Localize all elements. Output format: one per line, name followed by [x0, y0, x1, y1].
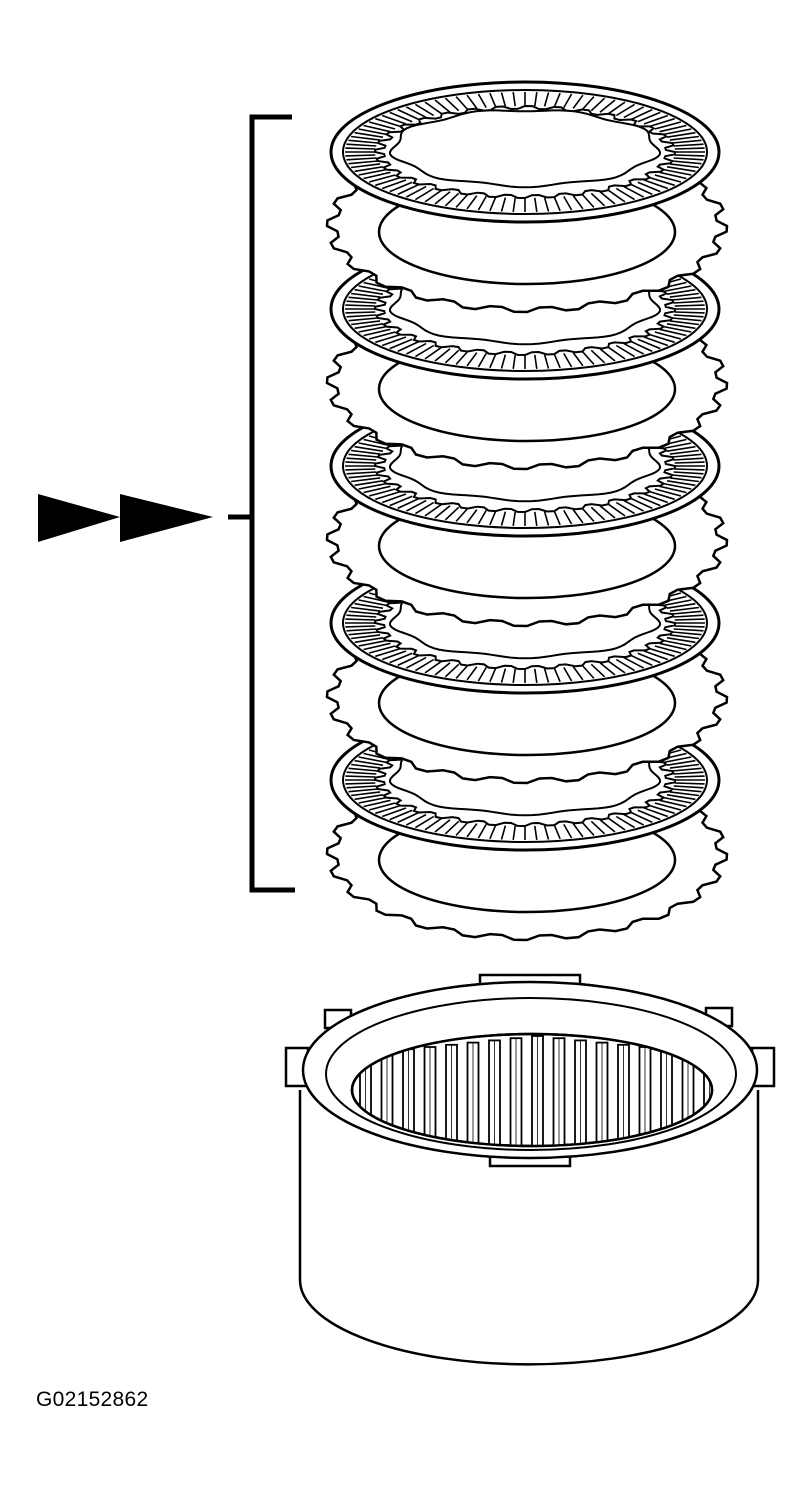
drum-splines: [359, 1035, 712, 1146]
pointer-arrow: [38, 494, 213, 542]
friction-grooves: [345, 91, 705, 213]
drum-body: [298, 1090, 760, 1366]
clutch-drum: [284, 973, 776, 1366]
friction-plate: [329, 80, 721, 224]
left-bracket: [249, 114, 295, 893]
figure-id-label: G02152862: [36, 1388, 149, 1411]
clutch-plates: [325, 80, 729, 942]
